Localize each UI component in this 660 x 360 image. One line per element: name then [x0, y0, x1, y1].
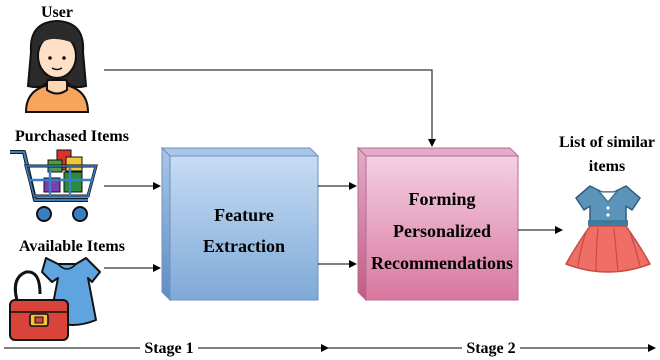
output-label-line2: items	[589, 158, 625, 175]
available-items-label: Available Items	[19, 238, 125, 255]
purchased-items-label: Purchased Items	[15, 128, 129, 145]
recommendations-box: Forming Personalized Recommendations	[356, 146, 520, 302]
output-label-line1: List of similar	[559, 134, 655, 151]
feature-box-line2: Extraction	[203, 236, 285, 256]
user-to-recommend-arrow	[104, 69, 436, 147]
stage-1-label: Stage 1	[144, 340, 193, 357]
feature-extraction-box: Feature Extraction	[160, 146, 320, 302]
recommend-box-line1: Forming	[409, 189, 476, 209]
recommend-box-line3: Recommendations	[371, 253, 513, 273]
stage-timeline: Stage 1 Stage 2	[4, 340, 656, 357]
feature-box-line1: Feature	[214, 205, 274, 225]
user-icon	[24, 19, 90, 113]
user-label: User	[41, 4, 73, 21]
clothing-bag-icon	[9, 257, 101, 341]
recommend-box-line2: Personalized	[393, 221, 491, 241]
connectors	[104, 69, 563, 272]
stage-2-label: Stage 2	[466, 340, 515, 357]
shopping-cart-icon	[10, 149, 98, 222]
dress-icon	[564, 185, 652, 273]
